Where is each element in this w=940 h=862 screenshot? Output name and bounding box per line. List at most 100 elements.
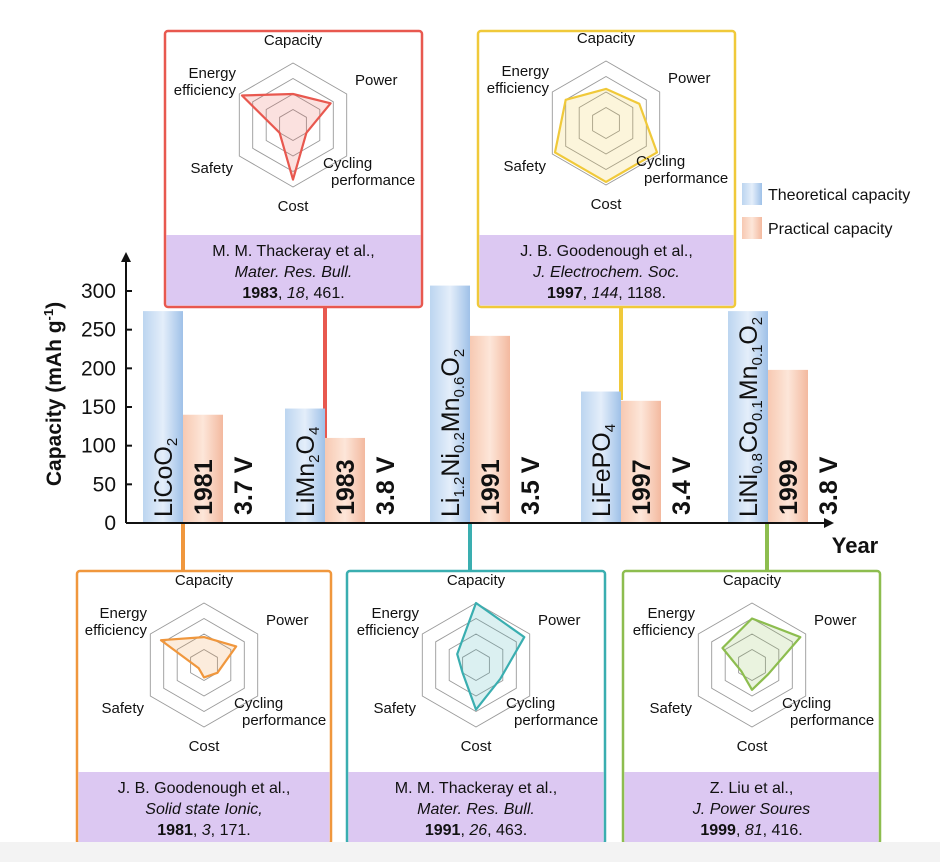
radar-axis-label-capacity: Capacity (577, 30, 636, 47)
bar-theoretical-1981 (143, 311, 183, 523)
citation-band-1997 (479, 235, 734, 306)
legend-swatch-theoretical (742, 183, 762, 205)
y-tick-label-300: 300 (81, 280, 116, 303)
citation-ref-1991: 1991, 26, 463. (425, 822, 527, 839)
voltage-label-1981: 3.7 V (230, 456, 258, 515)
radar-grid-ring-4 (238, 62, 348, 188)
citation-band-1999 (624, 772, 879, 842)
bar-practical-1999 (768, 369, 808, 523)
radar-axis-label-safety: Safety (649, 700, 692, 717)
radar-axis-label-capacity: Capacity (723, 572, 782, 589)
bar-practical-1983 (325, 437, 365, 523)
radar-axis-label-cost: Cost (591, 196, 623, 213)
y-tick-label-0: 0 (104, 512, 116, 535)
radar-grid-ring-4 (421, 602, 531, 728)
y-tick-label-50: 50 (93, 473, 116, 496)
radar-axis-label-capacity: Capacity (264, 32, 323, 49)
radar-axis-label-capacity: Capacity (175, 572, 234, 589)
bar-theoretical-1991 (430, 285, 470, 523)
radar-grid-ring-2 (578, 91, 634, 155)
material-label-1981: LiCoO2 (150, 438, 181, 517)
radar-panel-1991: M. M. Thackeray et al.,Mater. Res. Bull.… (345, 569, 607, 842)
citation-authors-1981: J. B. Goodenough et al., (118, 780, 291, 797)
citation-ref-1983: 1983, 18, 461. (242, 285, 344, 302)
radar-axis-label-cost: Cost (461, 738, 493, 755)
year-label-1997: 1997 (628, 459, 656, 515)
bar-theoretical-1997 (581, 391, 621, 523)
radar-grid-ring-1 (592, 106, 620, 140)
bar-theoretical-1983 (285, 408, 325, 523)
radar-grid-ring-1 (279, 108, 307, 142)
radar-panels: J. B. Goodenough et al., Solid state Ioni… (75, 29, 882, 842)
year-label-1983: 1983 (332, 459, 360, 515)
voltage-label-1983: 3.8 V (372, 456, 400, 515)
citation-journal-1997: J. Electrochem. Soc. (532, 264, 680, 281)
bar-theoretical-1999 (728, 311, 768, 523)
year-label-1981: 1981 (190, 459, 218, 515)
radar-grid-ring-2 (265, 93, 321, 157)
radar-grid-ring-3 (435, 617, 517, 713)
voltage-label-1999: 3.8 V (815, 456, 843, 515)
radar-axis-label-cost: Cost (737, 738, 769, 755)
radar-axis-label-power: Power (668, 70, 711, 87)
y-tick-label-150: 150 (81, 396, 116, 419)
radar-grid-ring-4 (697, 602, 807, 728)
radar-axis-label-safety: Safety (373, 700, 416, 717)
legend-label-practical: Practical capacity (768, 221, 893, 238)
radar-axis-label-power: Power (355, 72, 398, 89)
x-axis-title: Year (832, 533, 879, 558)
y-tick-label-250: 250 (81, 319, 116, 342)
radar-grid-ring-4 (551, 60, 661, 186)
citation-band-1991 (348, 772, 604, 842)
citation-ref-1981: 1981, 3, 171. (157, 822, 250, 839)
radar-panel-1981: J. B. Goodenough et al., Solid state Ioni… (75, 569, 333, 842)
year-label-1991: 1991 (477, 459, 505, 515)
radar-data-polygon-1999 (721, 617, 802, 691)
radar-grid-ring-1 (190, 648, 218, 682)
radar-data-polygon-1981 (159, 635, 238, 679)
citation-journal-1983: Mater. Res. Bull. (235, 264, 353, 281)
citation-band-1983 (166, 235, 421, 306)
citation-authors-1999: Z. Liu et al., (710, 780, 794, 797)
radar-axis-label-cost: Cost (189, 738, 221, 755)
bar-practical-1981 (183, 414, 223, 523)
legend-label-theoretical: Theoretical capacity (768, 187, 910, 204)
radar-data-polygon-1983 (240, 92, 332, 181)
y-axis-arrow (121, 252, 131, 262)
radar-axis-label-safety: Safety (190, 160, 233, 177)
radar-grid-ring-3 (252, 77, 334, 173)
radar-grid-ring-4 (149, 602, 259, 728)
radar-grid-ring-3 (711, 617, 793, 713)
radar-grid-ring-2 (176, 633, 232, 697)
y-axis-title: Capacity (mAh g-1) (41, 302, 66, 486)
bar-practical-1991 (470, 335, 510, 523)
radar-grid-ring-1 (738, 648, 766, 682)
citation-authors-1991: M. M. Thackeray et al., (395, 780, 557, 797)
voltage-label-1997: 3.4 V (668, 456, 696, 515)
radar-grid-ring-1 (462, 648, 490, 682)
material-label-1997: LiFePO4 (588, 424, 619, 517)
bar-practical-1997 (621, 400, 661, 523)
citation-journal-1981: Solid state Ionic, (145, 801, 262, 818)
radar-grid-ring-2 (724, 633, 780, 697)
material-label-1983: LiMn2O4 (292, 427, 323, 517)
bottom-strip (0, 842, 940, 862)
y-tick-label-100: 100 (81, 435, 116, 458)
radar-axis-label-capacity: Capacity (447, 572, 506, 589)
radar-axis-label-power: Power (266, 612, 309, 629)
voltage-label-1991: 3.5 V (517, 456, 545, 515)
radar-data-polygon-1997 (553, 87, 659, 183)
radar-axis-label-safety: Safety (101, 700, 144, 717)
